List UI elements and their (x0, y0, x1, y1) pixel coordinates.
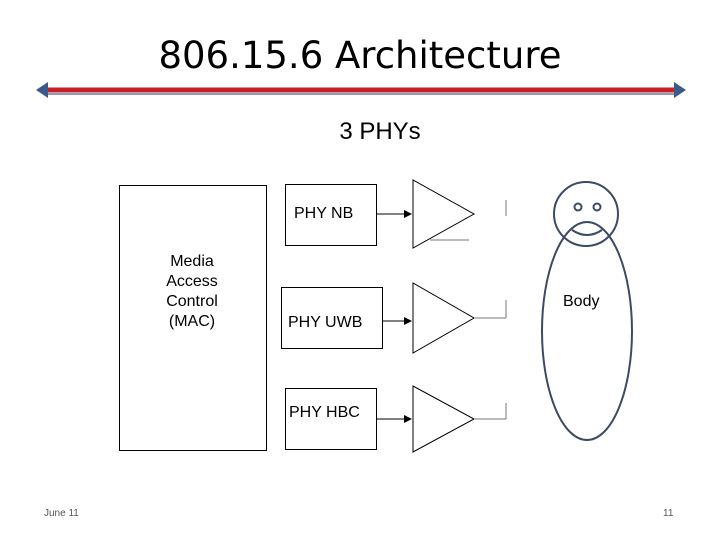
smile-icon (571, 229, 603, 236)
torso-ellipse (541, 221, 633, 441)
head-circle (553, 181, 619, 247)
phy-uwb-box (281, 287, 383, 349)
mac-box (119, 185, 267, 451)
title-rule-left-arrow (36, 82, 48, 98)
right-eye-icon (592, 202, 602, 212)
title-rule-right-arrow (674, 82, 686, 98)
phy-nb-box (285, 184, 377, 246)
phy-hbc-antenna (474, 403, 507, 420)
diagram-subtitle: 3 PHYs (339, 118, 421, 145)
mac-label: Media Access Control (MAC) (166, 253, 218, 330)
page-number: 11 (663, 508, 674, 519)
phy-hbc-amplifier (412, 385, 476, 453)
footer-date: June 11 (44, 508, 79, 519)
phy-uwb-label: PHY UWB (288, 314, 363, 331)
phy-uwb-arrow (381, 317, 412, 325)
phy-hbc-box (285, 388, 377, 450)
left-eye-icon (573, 202, 583, 212)
phy-uwb-antenna (474, 300, 507, 319)
phy-nb-antenna (430, 200, 507, 241)
phy-nb-label: PHY NB (294, 205, 354, 222)
phy-uwb-amplifier (412, 282, 476, 354)
slide-title: 806.15.6 Architecture (158, 34, 562, 77)
body-label: Body (563, 293, 600, 310)
phy-hbc-label: PHY HBC (289, 404, 360, 421)
phy-nb-amplifier (412, 179, 476, 249)
body-figure (541, 181, 633, 441)
phy-hbc-arrow (375, 415, 412, 423)
phy-nb-arrow (375, 210, 412, 218)
